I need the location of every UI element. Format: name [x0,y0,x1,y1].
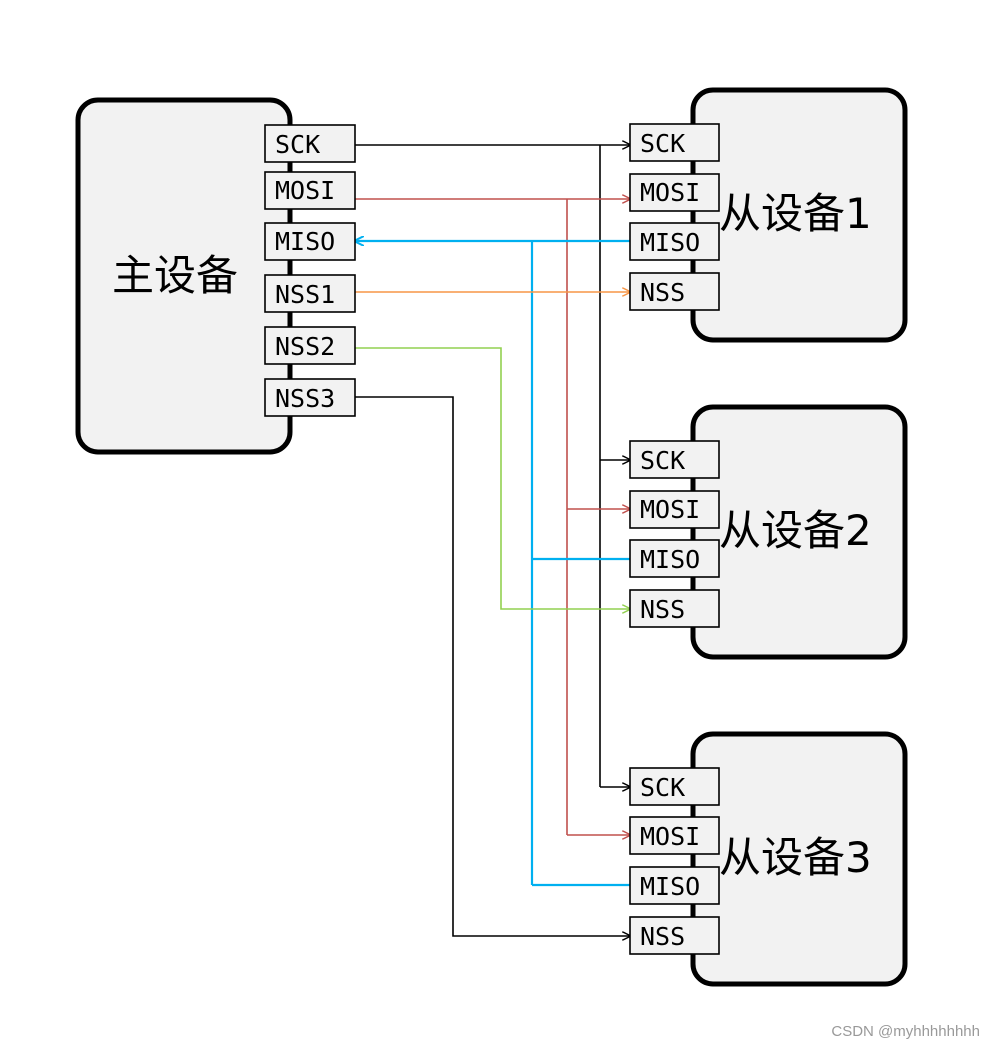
slave-1-pin-nss-label: NSS [640,278,685,307]
slave-1-pin-nss [629,272,720,311]
master-pin-mosi-label: MOSI [275,176,335,205]
slave-1-label: 从设备1 [719,189,872,238]
watermark: CSDN @myhhhhhhhh [831,1023,980,1040]
master-pin-miso-label: MISO [275,227,335,256]
slave-2-pin-sck-label: SCK [640,446,685,475]
slave-device-1 [690,87,908,343]
slave-2-pin-miso-label: MISO [640,545,700,574]
master-pins: SCK MOSI MISO NSS1 NSS2 NSS3 [264,124,356,417]
slave-device-3 [690,731,908,987]
slave-1-pins: SCK MOSI MISO NSS [629,123,720,311]
slave-2-pin-nss-label: NSS [640,595,685,624]
slave-2-pin-miso [629,539,720,578]
slave-2-pin-mosi-label: MOSI [640,495,700,524]
slave-1-pin-mosi [629,173,720,212]
slave-2-label: 从设备2 [719,506,872,555]
slave-3-pin-nss-label: NSS [640,922,685,951]
wires [355,145,630,936]
wire-nss2 [355,347,630,609]
slave-3-pin-sck-label: SCK [640,773,685,802]
slave-2-pin-mosi [629,490,720,529]
master-pin-sck [264,124,356,163]
slave-3-pin-nss [629,916,720,955]
master-label: 主设备 [112,251,238,300]
master-pin-nss1 [264,274,356,313]
slave-3-pin-miso [629,866,720,905]
master-pin-nss2 [264,326,356,365]
slave-3-pin-sck [629,767,720,806]
master-pin-nss3-label: NSS3 [275,384,335,413]
master-pin-sck-label: SCK [275,130,320,159]
slave-3-pins: SCK MOSI MISO NSS [629,767,720,955]
master-pin-nss1-label: NSS1 [275,280,335,309]
master-pin-mosi [264,171,356,210]
slave-3-pin-miso-label: MISO [640,872,700,901]
slave-2-pin-nss [629,589,720,628]
slave-device-2 [690,404,908,660]
master-pin-nss3 [264,378,356,417]
slave-3-pin-mosi-label: MOSI [640,822,700,851]
slave-1-pin-sck [629,123,720,162]
slave-2-pin-sck [629,440,720,479]
slave-1-pin-miso-label: MISO [640,228,700,257]
slave-1-pin-sck-label: SCK [640,129,685,158]
wire-nss3 [355,396,630,936]
master-pin-miso [264,222,356,261]
slave-1-pin-miso [629,222,720,261]
slave-3-label: 从设备3 [719,833,872,882]
slave-1-pin-mosi-label: MOSI [640,178,700,207]
slave-2-pins: SCK MOSI MISO NSS [629,440,720,628]
master-pin-nss2-label: NSS2 [275,332,335,361]
slave-3-pin-mosi [629,816,720,855]
